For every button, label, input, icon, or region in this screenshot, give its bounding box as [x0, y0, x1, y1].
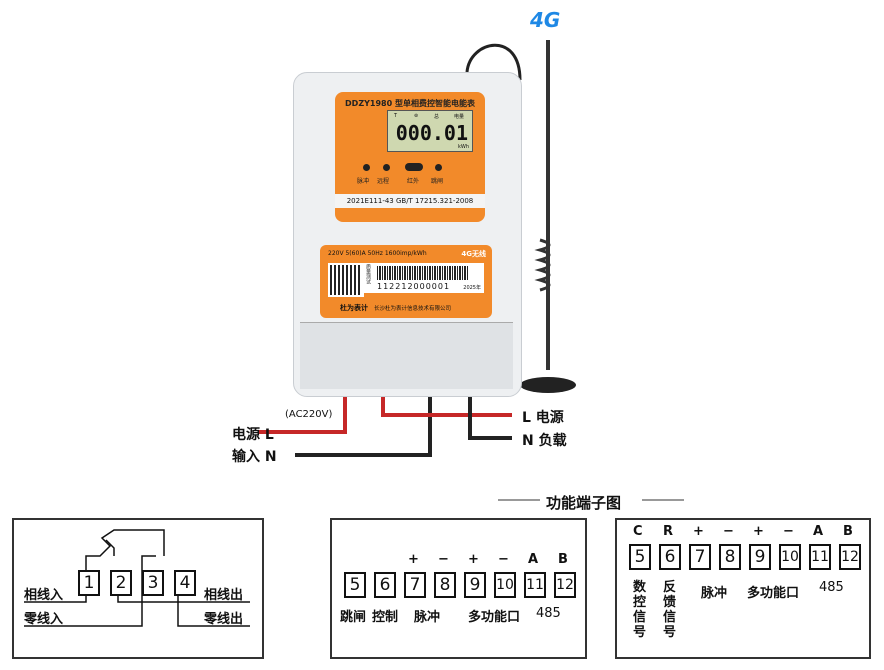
- terminal-1: 1: [78, 570, 100, 596]
- input-n-label: 输入 N: [232, 449, 277, 465]
- terminal-12: 12: [554, 572, 576, 598]
- terminal-6: 6: [374, 572, 396, 598]
- label-multifunction: 多功能口: [468, 610, 521, 625]
- sign: A: [813, 524, 824, 539]
- 4g-badge: 4G无线: [461, 250, 486, 258]
- test-mark: 质量测试: [365, 264, 371, 284]
- label-485: 485: [819, 580, 844, 595]
- function-terminal-diagram-b: C R + − + − A B 5 6 7 8 9 10 11 12 数 控 信…: [615, 518, 871, 659]
- lcd-display: T ⊚ 总 电量 000.01 kWh: [387, 110, 473, 152]
- terminal-4: 4: [174, 570, 196, 596]
- terminal-8: 8: [434, 572, 456, 598]
- serial-number: 112212000001: [377, 282, 451, 291]
- antenna-spring: [534, 238, 551, 292]
- barcode-label: 质量测试 112212000001 2025年: [364, 263, 484, 293]
- sign: R: [663, 524, 674, 539]
- antenna: [546, 40, 550, 370]
- terminal-9: 9: [464, 572, 486, 598]
- led-remote: [383, 164, 390, 171]
- certification-text: 2021E111-43 GB/T 17215.321-2008: [335, 194, 485, 208]
- sign: −: [498, 552, 509, 567]
- infrared-port: [405, 163, 423, 171]
- diagram-title: 功能端子图: [546, 494, 622, 512]
- spec-text: 220V 5(60)A 50Hz 1600imp/kWh: [328, 250, 427, 257]
- terminal-7: 7: [404, 572, 426, 598]
- phase-out-label: 相线出: [204, 588, 244, 603]
- lcd-label: ⊚: [414, 113, 419, 119]
- led-label: 脉冲: [357, 178, 370, 185]
- barcode: [377, 266, 469, 280]
- meter-front-panel: DDZY1980 型单相费控智能电能表 T ⊚ 总 电量 000.01 kWh …: [335, 92, 485, 222]
- brand: 杜为表计: [340, 304, 368, 312]
- terminal-11: 11: [809, 544, 831, 570]
- label-pulse: 脉冲: [701, 586, 728, 601]
- 4g-logo: 4G: [530, 8, 561, 32]
- antenna-base: [520, 377, 576, 393]
- sign: A: [528, 552, 539, 567]
- terminal-5: 5: [629, 544, 651, 570]
- year: 2025年: [463, 285, 481, 291]
- input-l-label: 电源 L: [232, 427, 274, 443]
- sign: +: [408, 552, 419, 567]
- label-feedback-signal: 反 馈 信 号: [663, 580, 677, 640]
- terminal-10: 10: [494, 572, 516, 598]
- sign: +: [693, 524, 704, 539]
- label-control: 控制: [372, 610, 399, 625]
- label-multifunction: 多功能口: [747, 586, 800, 601]
- label-trip: 跳闸: [340, 610, 367, 625]
- terminal-11: 11: [524, 572, 546, 598]
- terminal-5: 5: [344, 572, 366, 598]
- sign: B: [558, 552, 568, 567]
- function-terminal-diagram-a: 5 6 7 8 9 10 11 12 + − + − A B 跳闸 控制 脉冲 …: [330, 518, 587, 659]
- neutral-in-label: 零线入: [24, 612, 64, 627]
- ac-label: (AC220V): [285, 409, 333, 420]
- lcd-label: 电量: [454, 114, 465, 120]
- sign: +: [468, 552, 479, 567]
- terminal-2: 2: [110, 570, 132, 596]
- lcd-label: 总: [434, 114, 440, 120]
- terminal-block: [300, 322, 513, 389]
- sign: −: [783, 524, 794, 539]
- wire-input-l: [258, 392, 347, 434]
- led-pulse: [363, 164, 370, 171]
- sign: +: [753, 524, 764, 539]
- sign: B: [843, 524, 853, 539]
- terminal-12: 12: [839, 544, 861, 570]
- sign: C: [633, 524, 643, 539]
- main-terminal-diagram: 1 2 3 4 相线入 零线入 相线出 零线出: [12, 518, 264, 659]
- terminal-6: 6: [659, 544, 681, 570]
- sign: −: [438, 552, 449, 567]
- antenna-cable: [465, 43, 522, 81]
- wire-input-n: [295, 392, 432, 457]
- wire-output-n: [468, 392, 512, 440]
- phase-in-label: 相线入: [24, 588, 64, 603]
- terminal-8: 8: [719, 544, 741, 570]
- lcd-value: 000.01: [395, 121, 468, 145]
- qr-code: [328, 263, 364, 297]
- nameplate: 220V 5(60)A 50Hz 1600imp/kWh 4G无线 质量测试 1…: [320, 245, 492, 318]
- terminal-9: 9: [749, 544, 771, 570]
- label-485: 485: [536, 606, 561, 621]
- output-n-label: N 负载: [522, 433, 567, 449]
- sign: −: [723, 524, 734, 539]
- label-nc-signal: 数 控 信 号: [633, 580, 647, 640]
- led-trip: [435, 164, 442, 171]
- neutral-out-label: 零线出: [204, 612, 244, 627]
- label-pulse: 脉冲: [414, 610, 441, 625]
- terminal-7: 7: [689, 544, 711, 570]
- led-label: 跳闸: [431, 178, 444, 185]
- led-label: 红外: [407, 178, 420, 185]
- terminal-3: 3: [142, 570, 164, 596]
- lcd-unit: kWh: [457, 144, 469, 150]
- led-label: 远程: [377, 178, 390, 185]
- company: 长沙杜为表计信息技术有限公司: [374, 306, 452, 312]
- lcd-label: T: [394, 113, 398, 119]
- terminal-10: 10: [779, 544, 801, 570]
- output-l-label: L 电源: [522, 410, 564, 426]
- meter-model-title: DDZY1980 型单相费控智能电能表: [345, 99, 475, 108]
